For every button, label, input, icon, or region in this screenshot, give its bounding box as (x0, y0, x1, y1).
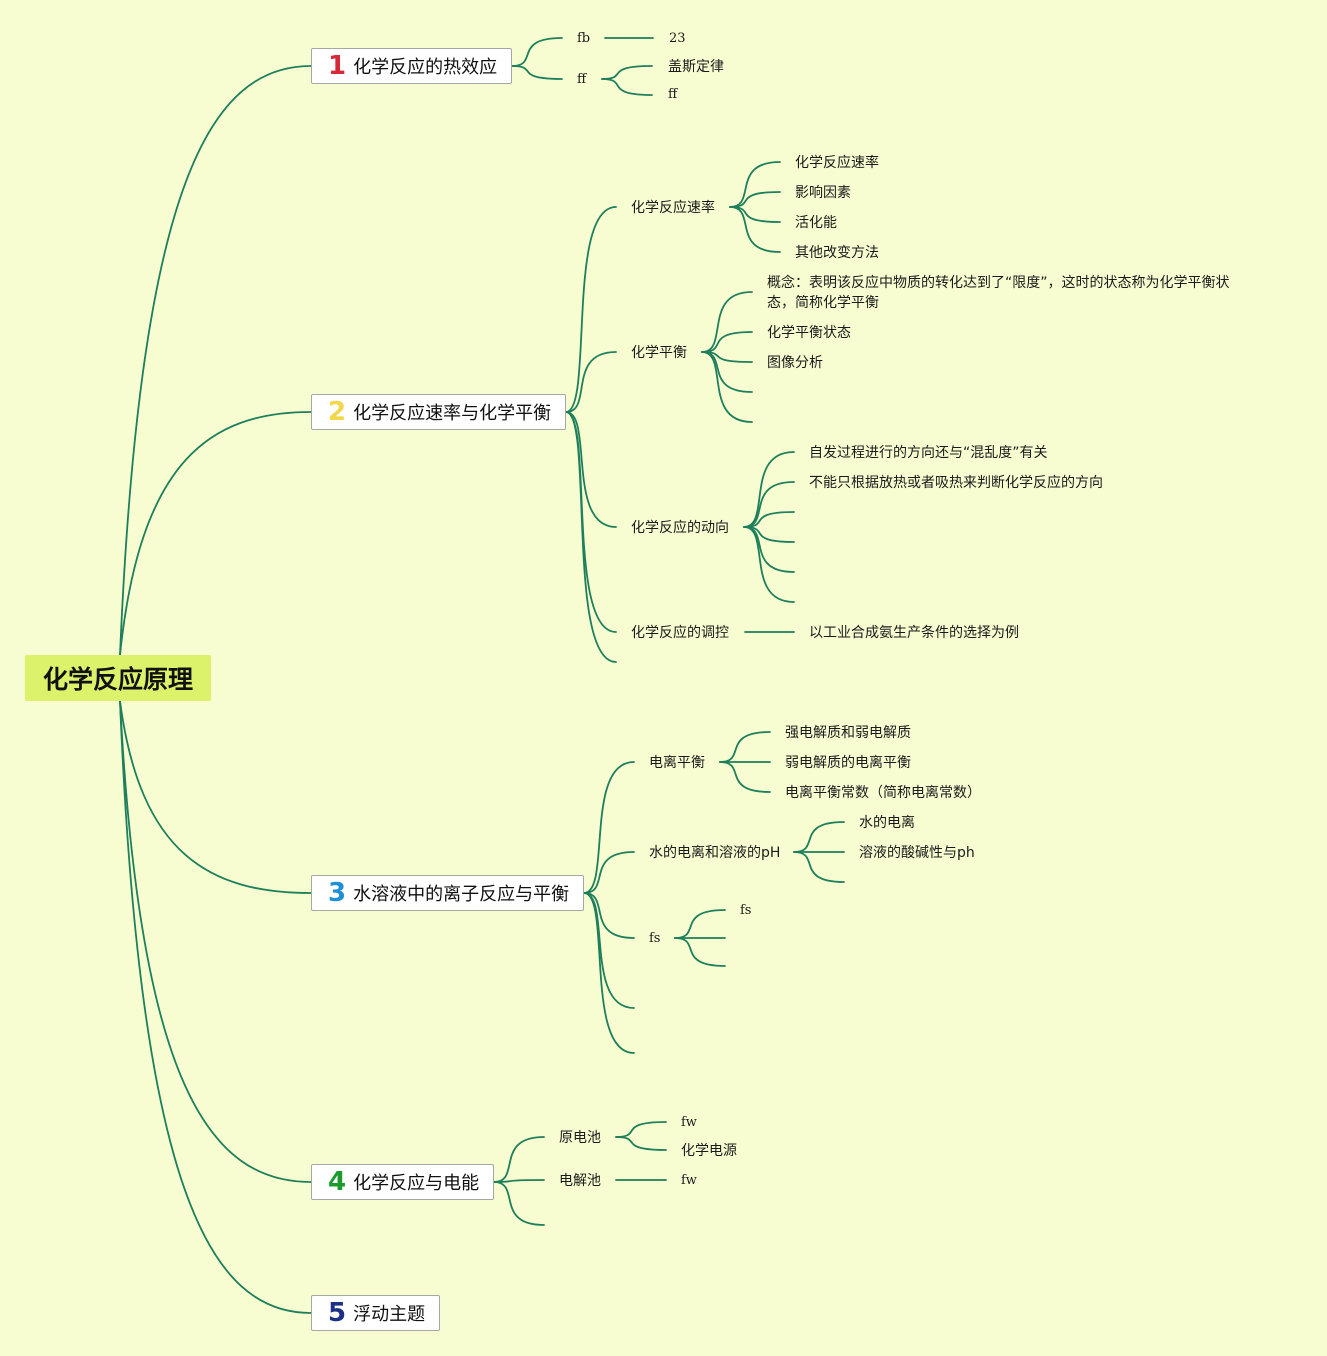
branch-2-topic[interactable]: 2 化学反应速率与化学平衡 (311, 394, 566, 430)
branch-2-number-badge: 2 (328, 397, 347, 427)
branch-4-number-badge: 4 (328, 1167, 347, 1197)
root-topic[interactable]: 化学反应原理 (25, 655, 211, 701)
leaf-fw-1[interactable]: fw (681, 1115, 697, 1130)
ff-to-ff (601, 78, 653, 96)
equilibrium-to-leaf-3 (701, 351, 753, 393)
branch-5-number-badge: 5 (328, 1298, 347, 1328)
leaf-23[interactable]: 23 (669, 31, 686, 46)
equilibrium-to-leaf-1 (701, 331, 753, 353)
direction-to-leaf-5 (743, 526, 795, 603)
galvanic-to-fw (615, 1121, 667, 1138)
b2-to-equilibrium (565, 351, 617, 413)
branch-1-number-badge: 1 (328, 51, 347, 81)
leaf-other-methods[interactable]: 其他改变方法 (795, 245, 879, 261)
water-to-leaf-0 (793, 821, 845, 853)
leaf-equilibrium-state[interactable]: 化学平衡状态 (767, 325, 851, 341)
subtopic-galvanic-cell[interactable]: 原电池 (559, 1130, 601, 1146)
ionization-to-leaf-0 (719, 731, 771, 763)
b2-to-direction (565, 411, 617, 528)
root-to-branch-2 (119, 411, 312, 656)
equilibrium-to-leaf-0 (701, 291, 753, 353)
equilibrium-to-leaf-4 (701, 351, 753, 423)
leaf-reaction-rate[interactable]: 化学反应速率 (795, 155, 879, 171)
leaf-ammonia-example[interactable]: 以工业合成氨生产条件的选择为例 (809, 625, 1019, 641)
branch-1-topic[interactable]: 1 化学反应的热效应 (311, 48, 512, 84)
b3-to-ionization (583, 761, 635, 894)
branch-3-label: 水溶液中的离子反应与平衡 (353, 884, 570, 905)
ff-to-hess (601, 65, 653, 80)
subtopic-electrolytic-cell[interactable]: 电解池 (559, 1173, 601, 1189)
b3-to-empty-2 (583, 892, 635, 1054)
direction-to-leaf-0 (743, 451, 795, 528)
branch-3-topic[interactable]: 3 水溶液中的离子反应与平衡 (311, 875, 584, 911)
branch-5-topic[interactable]: 5 浮动主题 (311, 1295, 440, 1331)
leaf-weak-electrolyte-equilibrium[interactable]: 弱电解质的电离平衡 (785, 755, 911, 771)
leaf-fs[interactable]: fs (740, 903, 752, 918)
b1-to-fb (511, 37, 563, 67)
ionization-to-leaf-2 (719, 761, 771, 793)
galvanic-to-power (615, 1136, 667, 1151)
leaf-fw-2[interactable]: fw (681, 1173, 697, 1188)
subtopic-water-ionization-ph[interactable]: 水的电离和溶液的pH (649, 845, 781, 861)
b3-to-water (583, 851, 635, 894)
subtopic-reaction-direction[interactable]: 化学反应的动向 (631, 520, 729, 536)
direction-to-leaf-2 (743, 511, 795, 528)
leaf-graph-analysis[interactable]: 图像分析 (767, 355, 823, 371)
leaf-equilibrium-concept[interactable]: 概念：表明该反应中物质的转化达到了“限度”，这时的状态称为化学平衡状态，简称化学… (767, 275, 1230, 311)
leaf-chemical-power-source[interactable]: 化学电源 (681, 1143, 737, 1159)
b2-to-control (565, 411, 617, 633)
subtopic-ionization-equilibrium[interactable]: 电离平衡 (649, 755, 705, 771)
b4-to-empty (493, 1181, 545, 1226)
water-to-leaf-2 (793, 851, 845, 883)
branch-5-label: 浮动主题 (353, 1304, 426, 1325)
leaf-influence-factors[interactable]: 影响因素 (795, 185, 851, 201)
rate-to-leaf-3 (729, 206, 781, 253)
root-topic-label: 化学反应原理 (42, 665, 193, 694)
b1-to-ff (511, 65, 563, 80)
branch-4-topic[interactable]: 4 化学反应与电能 (311, 1164, 494, 1200)
subtopic-fs[interactable]: fs (649, 931, 661, 946)
root-to-branch-1 (119, 65, 312, 656)
leaf-acidity-ph[interactable]: 溶液的酸碱性与ph (859, 845, 975, 861)
b2-to-empty (565, 411, 617, 663)
direction-to-leaf-1 (743, 481, 795, 528)
branch-1-label: 化学反应的热效应 (353, 57, 498, 78)
subtopic-reaction-rate[interactable]: 化学反应速率 (631, 200, 715, 216)
leaf-water-ionization[interactable]: 水的电离 (859, 815, 915, 831)
rate-to-leaf-0 (729, 161, 781, 208)
branch-3-number-badge: 3 (328, 878, 347, 908)
leaf-heat-not-sufficient[interactable]: 不能只根据放热或者吸热来判断化学反应的方向 (809, 475, 1103, 491)
branch-4-label: 化学反应与电能 (353, 1173, 480, 1194)
b3-to-empty-1 (583, 892, 635, 1009)
leaf-hess-law[interactable]: 盖斯定律 (668, 59, 724, 75)
subtopic-reaction-control[interactable]: 化学反应的调控 (631, 625, 729, 641)
fs-to-leaf-2 (674, 937, 726, 967)
branch-2-label: 化学反应速率与化学平衡 (353, 403, 552, 424)
root-to-branch-3 (119, 700, 312, 894)
b2-to-rate (565, 206, 617, 413)
leaf-ff[interactable]: ff (668, 87, 678, 102)
rate-to-leaf-1 (729, 191, 781, 208)
fs-to-leaf-0 (674, 909, 726, 939)
root-to-branch-5 (119, 700, 312, 1314)
leaf-strong-weak-electrolytes[interactable]: 强电解质和弱电解质 (785, 725, 911, 741)
leaf-entropy-direction[interactable]: 自发过程进行的方向还与“混乱度”有关 (809, 445, 1048, 461)
direction-to-leaf-4 (743, 526, 795, 573)
subtopic-fb[interactable]: fb (577, 31, 591, 46)
b4-to-galvanic (493, 1136, 545, 1183)
b4-to-electrolytic (493, 1179, 545, 1183)
b3-to-fs (583, 892, 635, 939)
leaf-ionization-constant[interactable]: 电离平衡常数（简称电离常数） (785, 785, 981, 801)
subtopic-chemical-equilibrium[interactable]: 化学平衡 (631, 345, 687, 361)
root-to-branch-4 (119, 700, 312, 1183)
subtopic-ff[interactable]: ff (577, 72, 587, 87)
leaf-activation-energy[interactable]: 活化能 (795, 215, 837, 231)
